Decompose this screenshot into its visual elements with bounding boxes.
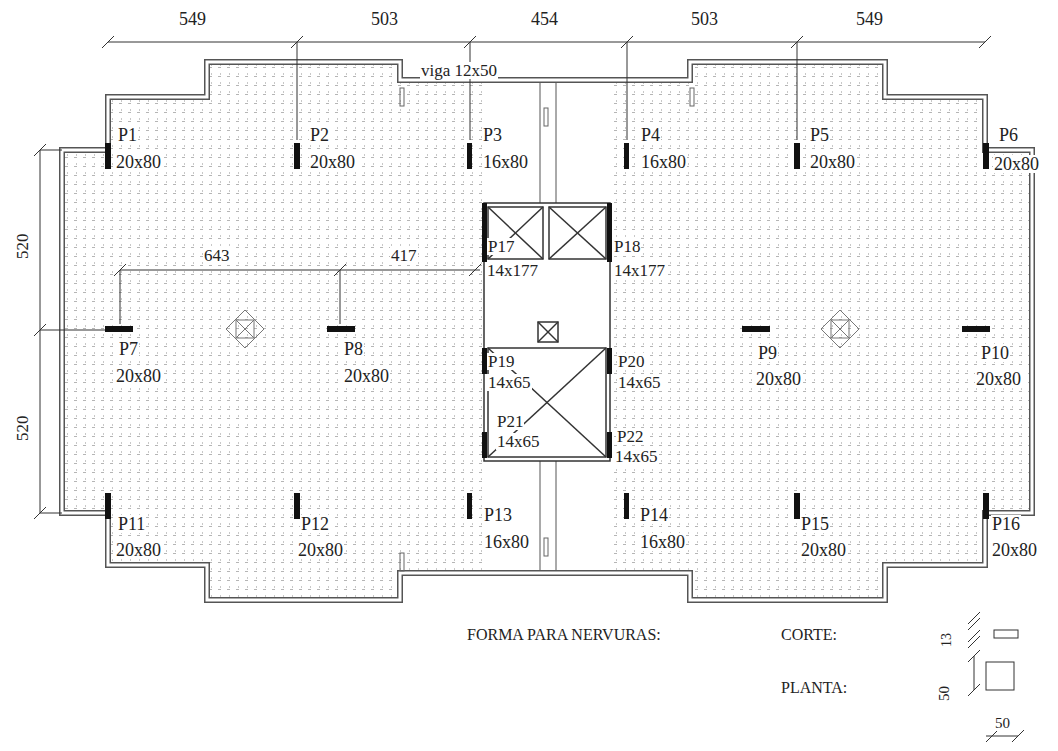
pillar-label: P8	[343, 340, 364, 358]
dimension-label: 520	[14, 233, 31, 261]
dimension-label: 417	[390, 247, 418, 264]
pillar-label: 20x80	[993, 155, 1040, 173]
pillar-label: 20x80	[115, 367, 162, 385]
dimension-label: 549	[178, 10, 207, 28]
pillar-label: P17	[487, 238, 515, 255]
pillar-label: 20x80	[115, 541, 162, 559]
core	[484, 203, 610, 461]
pillar-label: 20x80	[991, 541, 1038, 559]
dimension-label: 549	[855, 10, 884, 28]
pillar-label: 16x80	[482, 153, 529, 171]
pillar-label: 14x177	[486, 262, 539, 279]
legend-label: 13	[940, 632, 954, 648]
pillar-label: 20x80	[975, 370, 1022, 388]
pillar-label: 14x65	[496, 433, 541, 450]
pillar-label: 14x65	[487, 374, 532, 391]
pillar-label: P4	[640, 126, 661, 144]
dimension-label: 454	[530, 10, 559, 28]
legend-label: CORTE:	[780, 627, 838, 643]
pillar-label: 20x80	[115, 153, 162, 171]
pillar-label: 16x80	[640, 153, 687, 171]
legend-label: FORMA PARA NERVURAS:	[466, 627, 662, 643]
pillar-label: 16x80	[483, 533, 530, 551]
pillar-label: 20x80	[309, 153, 356, 171]
pillar-label: 20x80	[297, 541, 344, 559]
pillar-label: P11	[117, 515, 146, 533]
pillar-label: 20x80	[755, 370, 802, 388]
shaft-symbol	[226, 310, 859, 348]
pillar-label: 14x177	[613, 262, 666, 279]
pillar	[105, 143, 990, 519]
legend-label: 50	[937, 685, 952, 702]
pillar-label: 14x65	[617, 374, 662, 391]
legend-symbol	[968, 612, 1024, 742]
pillar-label: 20x80	[809, 153, 856, 171]
pillar-label: P19	[487, 353, 515, 370]
pillar-label: P20	[617, 353, 645, 370]
pillar-label: P2	[309, 126, 330, 144]
dimension-label: 503	[370, 10, 399, 28]
pillar-label: P5	[809, 126, 830, 144]
dimension-label: 503	[690, 10, 719, 28]
pillar-label: 20x80	[343, 367, 390, 385]
slab-outline	[62, 62, 1032, 600]
pillar-label: P10	[980, 344, 1010, 362]
pillar-label: P1	[117, 126, 138, 144]
pillar-label: P7	[118, 340, 139, 358]
pillar-label: P22	[616, 428, 644, 445]
pillar-label: P9	[757, 344, 778, 362]
pillar-label: 14x65	[614, 448, 659, 465]
pillar-label: P6	[998, 126, 1019, 144]
legend-label: PLANTA:	[780, 680, 848, 696]
pillar-label: P12	[300, 515, 330, 533]
pillar-label: P13	[483, 506, 513, 524]
pillar-label: viga 12x50	[420, 62, 498, 79]
pillar-label: P16	[991, 515, 1021, 533]
pillar-label: P3	[482, 126, 503, 144]
dimension-line	[34, 36, 991, 519]
pillar-label: P18	[613, 238, 641, 255]
pillar-label: P15	[800, 515, 830, 533]
pillar-label: P21	[496, 413, 524, 430]
pillar-label: P14	[639, 506, 669, 524]
legend-label: 50	[994, 716, 1011, 731]
pillar-label: 20x80	[800, 541, 847, 559]
pillar-label: 16x80	[639, 533, 686, 551]
dimension-label: 643	[203, 247, 231, 264]
dimension-label: 520	[14, 415, 31, 443]
